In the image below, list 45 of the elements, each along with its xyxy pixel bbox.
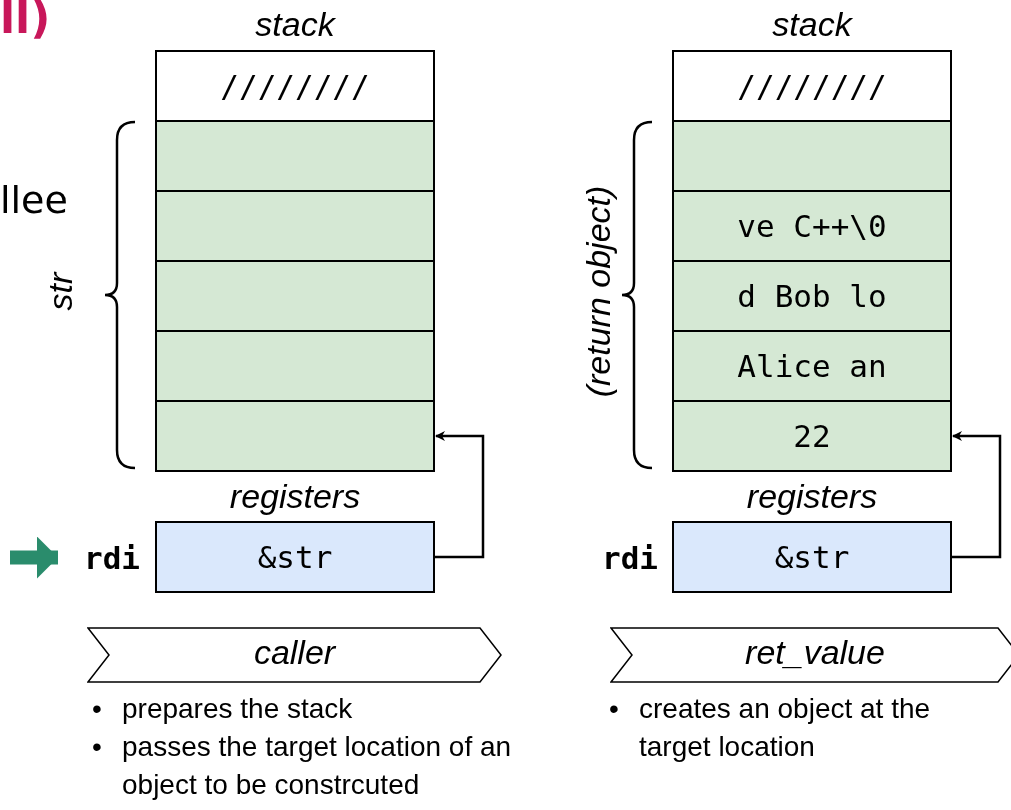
stack-cell — [155, 330, 435, 402]
chevron-banner — [87, 627, 502, 683]
arrow — [952, 431, 1002, 559]
cell-text: &str — [774, 539, 850, 575]
stack-cell — [672, 190, 952, 262]
stack-cell — [672, 330, 952, 402]
bullet-mark: • — [92, 692, 102, 726]
register-name: rdi — [84, 539, 140, 576]
stack-cell — [672, 400, 952, 472]
bullet-text: passes the target location of an object to be constrcuted — [122, 731, 512, 800]
stack-cell — [672, 50, 952, 122]
brace-label: str — [41, 272, 81, 311]
cell-text: 22 — [793, 418, 831, 454]
bullet-mark: • — [92, 730, 102, 764]
cell-text: Alice an — [737, 348, 887, 384]
stack-cell — [155, 190, 435, 262]
stack-heading: stack — [771, 5, 854, 44]
heading-fragment: ll) — [0, 0, 51, 43]
bullet-mark: • — [609, 692, 619, 726]
register-box — [155, 521, 435, 593]
cell-text: &str — [257, 539, 333, 575]
stack-cell — [155, 50, 435, 122]
bullet-text: creates an object at the target location — [639, 693, 931, 762]
banner-text: ret_value — [744, 633, 886, 672]
brace-label: (return object) — [578, 184, 618, 400]
registers-heading: registers — [745, 477, 879, 516]
stack-cell — [155, 400, 435, 472]
stack-cell — [672, 260, 952, 332]
stack-cell — [155, 260, 435, 332]
chevron-banner — [610, 627, 1011, 683]
arrow — [435, 431, 485, 559]
stack-cell — [672, 120, 952, 192]
bullet-text: prepares the stack — [122, 693, 353, 724]
cell-text: //////// — [737, 68, 887, 104]
registers-heading: registers — [228, 477, 362, 516]
stack-heading: stack — [254, 5, 337, 44]
text-fragment: llee — [0, 178, 68, 222]
banner-text: caller — [252, 633, 337, 672]
arrow — [10, 536, 58, 579]
register-name: rdi — [602, 539, 658, 576]
cell-text: //////// — [220, 68, 370, 104]
cell-text: ve C++\0 — [737, 208, 887, 244]
register-box — [672, 521, 952, 593]
cell-text: d Bob lo — [737, 278, 887, 314]
stack-cell — [155, 120, 435, 192]
